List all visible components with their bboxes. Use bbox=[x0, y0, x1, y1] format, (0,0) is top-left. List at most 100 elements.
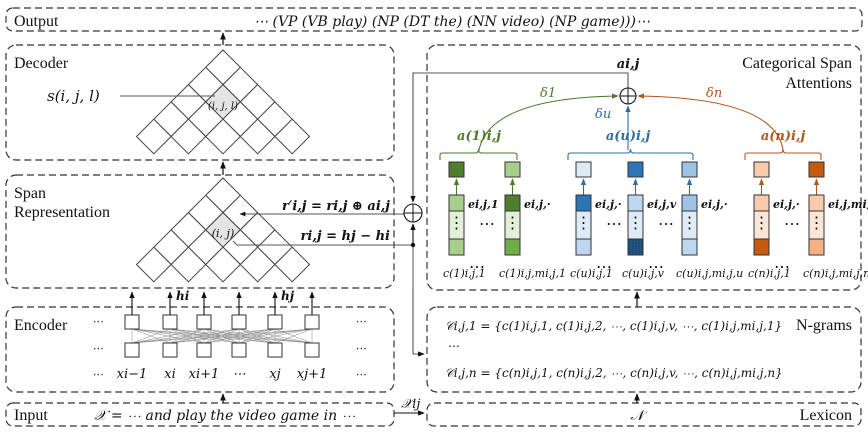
input-unit bbox=[196, 342, 212, 358]
ngram-set-1: 𝒞i,j,1 = {c(1)i,j,1, c(1)i,j,2, ⋯, c(1)i… bbox=[445, 319, 782, 333]
grid-cell bbox=[170, 246, 207, 283]
ellipsis: ⋯ bbox=[92, 315, 103, 328]
grid-cell bbox=[274, 246, 311, 283]
ellipsis: ⋯ bbox=[658, 216, 674, 233]
attention-panel bbox=[426, 44, 862, 291]
ellipsis: ⋯ bbox=[92, 368, 103, 381]
vertical-dots: ⋮ bbox=[449, 215, 465, 232]
score-label: s(i, j, l) bbox=[47, 87, 100, 105]
token-label: ⋯ bbox=[233, 367, 246, 382]
weight-arc-1 bbox=[478, 93, 619, 151]
ellipsis: ⋯ bbox=[92, 342, 103, 355]
embedding-cell bbox=[753, 194, 770, 212]
attention-groups: a(1)i,j⋮ei,j,1c(1)i,j,1⋯⋯⋮ei,j,·c(1)i,j,… bbox=[439, 129, 868, 280]
h-j-label: hj bbox=[281, 289, 295, 303]
grid-cell bbox=[274, 118, 311, 155]
embedding-cell bbox=[808, 238, 825, 256]
input-unit bbox=[162, 342, 178, 358]
junction-dot bbox=[410, 242, 416, 248]
decoder-cell-label: (i, j, l) bbox=[208, 101, 238, 112]
ngrams-label: N-grams bbox=[796, 317, 852, 334]
lexicon-symbol: 𝒩 bbox=[630, 408, 648, 424]
embedding-label: ei,j,· bbox=[701, 198, 728, 211]
embedding-label: ei,j,· bbox=[773, 198, 800, 211]
vertical-dots: ⋮ bbox=[682, 215, 698, 232]
ngram-label: c(u)i,j,v bbox=[622, 267, 665, 280]
embedding-label: ei,j,· bbox=[524, 198, 551, 211]
embedding-cell bbox=[753, 238, 770, 256]
output-label: Output bbox=[14, 13, 59, 30]
grid-cell bbox=[239, 118, 276, 155]
attention-output-line bbox=[410, 72, 629, 203]
attention-weight-cell bbox=[808, 161, 825, 178]
group-brace bbox=[439, 148, 518, 160]
embedding-cell bbox=[627, 194, 644, 212]
token-label: xj+1 bbox=[297, 367, 328, 382]
span-rep-line bbox=[232, 240, 413, 246]
group-attention-label: a(u)i,j bbox=[606, 129, 651, 144]
group-brace bbox=[567, 148, 694, 160]
ellipsis: ⋯ bbox=[784, 216, 800, 233]
ngram-dots: ⋯ bbox=[447, 339, 459, 353]
input-unit bbox=[304, 342, 320, 358]
span-rep-equation: ri,j = hj − hi bbox=[301, 229, 391, 244]
token-label: xj bbox=[269, 367, 280, 382]
attention-output-label: ai,j bbox=[617, 57, 640, 72]
embedding-cell bbox=[808, 194, 825, 212]
encoder-label: Encoder bbox=[14, 317, 68, 334]
lexicon-panel bbox=[426, 402, 862, 427]
decoder-label: Decoder bbox=[14, 55, 69, 72]
vertical-dots: ⋮ bbox=[505, 215, 521, 232]
weight-arc-n bbox=[637, 93, 784, 151]
ngram-label: c(n)i,j,1 bbox=[748, 267, 791, 280]
embedding-label: ei,j,1 bbox=[468, 198, 498, 211]
group-attention-label: a(n)i,j bbox=[761, 129, 806, 144]
attention-title-2: Attentions bbox=[785, 75, 852, 92]
hidden-unit bbox=[196, 314, 212, 330]
attention-weight-cell bbox=[681, 161, 698, 178]
decoder-panel bbox=[5, 44, 395, 161]
vertical-dots: ⋮ bbox=[576, 215, 592, 232]
ellipsis: ⋯ bbox=[606, 216, 622, 233]
ngram-label: c(n)i,j,mi,j,n bbox=[803, 267, 868, 280]
attention-weight-cell bbox=[504, 161, 521, 178]
embedding-cell bbox=[575, 194, 592, 212]
hidden-unit bbox=[231, 314, 247, 330]
embedding-cell bbox=[681, 194, 698, 212]
grid-cell bbox=[204, 118, 242, 155]
attention-weight-cell bbox=[575, 161, 592, 178]
encoder-panel bbox=[5, 306, 395, 393]
input-span-label: 𝒳ij bbox=[401, 397, 420, 412]
token-label: xi−1 bbox=[117, 367, 148, 382]
embedding-cell bbox=[681, 238, 698, 256]
embedding-label: ei,j,· bbox=[595, 198, 622, 211]
input-sentence: 𝒳 = ⋯ and play the video game in ⋯ bbox=[94, 408, 355, 424]
group-attention-label: a(1)i,j bbox=[457, 129, 501, 144]
ellipsis: ⋯ bbox=[355, 342, 366, 355]
combined-rep-equation: r′i,j = ri,j ⊕ ai,j bbox=[282, 199, 390, 214]
hidden-unit bbox=[124, 314, 140, 330]
ellipsis: ⋯ bbox=[355, 315, 366, 328]
vertical-dots: ⋮ bbox=[809, 215, 825, 232]
grid-cell bbox=[170, 118, 207, 155]
embedding-label: ei,j,v bbox=[647, 198, 677, 211]
token-label: xi bbox=[164, 367, 176, 382]
vertical-dots: ⋮ bbox=[754, 215, 770, 232]
vertical-dots: ⋮ bbox=[628, 215, 644, 232]
grid-cell bbox=[204, 246, 242, 283]
hidden-unit bbox=[267, 314, 283, 330]
ngram-label: c(u)i,j,mi,j,u bbox=[676, 267, 743, 280]
attention-title-1: Categorical Span bbox=[742, 55, 852, 72]
input-unit bbox=[267, 342, 283, 358]
h-to-ngrams-arrow bbox=[412, 288, 425, 357]
hidden-unit bbox=[162, 314, 178, 330]
ellipsis: ⋯ bbox=[479, 216, 495, 233]
span-rep-label-2: Representation bbox=[14, 204, 110, 221]
output-panel bbox=[5, 7, 863, 32]
delta-1: δ1 bbox=[540, 86, 556, 101]
span-cell-label: (i, j) bbox=[212, 227, 235, 240]
input-unit bbox=[231, 342, 247, 358]
span-chart-grid bbox=[135, 177, 311, 283]
